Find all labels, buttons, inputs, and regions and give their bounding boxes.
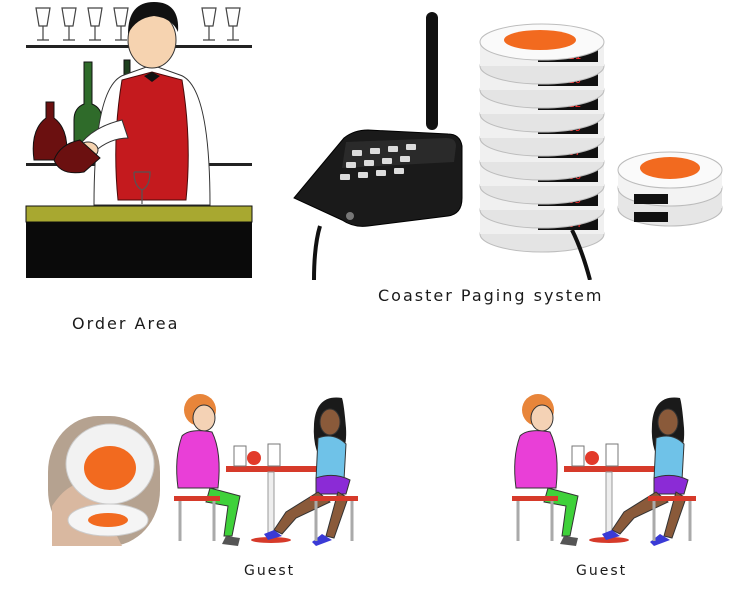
- guest-caption-left: Guest: [244, 563, 296, 579]
- wine-glass-on-counter: [133, 171, 151, 204]
- guest-dress: [514, 430, 558, 489]
- bartender-hair: [128, 2, 179, 34]
- antenna-icon: [426, 12, 438, 130]
- apple: [585, 451, 599, 465]
- table-leg: [605, 471, 613, 539]
- guest-caption-right: Guest: [576, 563, 628, 579]
- guest-shoe: [650, 534, 670, 546]
- guest-shoe: [602, 530, 620, 540]
- transmitter-cable: [312, 225, 322, 280]
- order-area-illustration: [22, 0, 258, 282]
- charger-cable: [570, 229, 592, 280]
- cup: [267, 443, 281, 467]
- apple: [247, 451, 261, 465]
- paging-system-caption: Coaster Paging system: [378, 286, 604, 305]
- guest-scene-left: [170, 388, 376, 556]
- cup: [571, 445, 585, 467]
- hand-pager-photo: [48, 416, 160, 546]
- order-area-caption: Order Area: [72, 314, 180, 333]
- counter-top: [25, 205, 253, 223]
- cup: [233, 445, 247, 467]
- pager-small-stack: [617, 151, 723, 227]
- guest-pants: [205, 487, 241, 537]
- pouring-bottle: [53, 139, 101, 174]
- guests-at-table-illustration: [174, 394, 358, 546]
- wine-glasses: [35, 7, 241, 41]
- paging-system-photo: 02040205020602070209021202100211: [290, 8, 730, 280]
- transmitter-led: [346, 212, 354, 220]
- table-leg: [267, 471, 275, 539]
- hand-pager-scene: [48, 416, 160, 546]
- table-top: [564, 466, 664, 472]
- guest-pants: [543, 487, 579, 537]
- bow-tie: [144, 72, 160, 82]
- table-top: [226, 466, 326, 472]
- guest-dress: [176, 430, 220, 489]
- paging-system-scene: 02040205020602070209021202100211: [293, 12, 723, 280]
- guest-skirt: [653, 474, 689, 495]
- keypad-buttons: [340, 144, 416, 180]
- pager-stack: 02040205020602070209021202100211: [479, 23, 605, 253]
- guest-shoe: [312, 534, 332, 546]
- guest-top: [315, 435, 347, 481]
- pager-logo-badge: [504, 30, 576, 50]
- guest-scene-right: [508, 388, 714, 556]
- guest-skirt: [315, 474, 351, 495]
- pager-logo-badge: [640, 157, 700, 179]
- guest-shoe: [264, 530, 282, 540]
- bartender-scene: [25, 2, 253, 278]
- counter-body: [26, 222, 252, 278]
- guest-top: [653, 435, 685, 481]
- guests-at-table-illustration: [512, 394, 696, 546]
- cup: [605, 443, 619, 467]
- pager-logo-badge: [84, 446, 136, 490]
